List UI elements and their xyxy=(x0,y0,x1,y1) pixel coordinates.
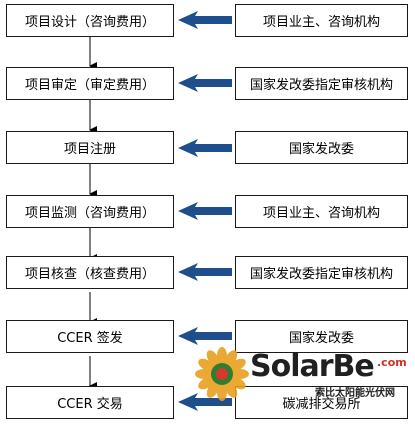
process-step-monitoring: 项目监测（咨询费用） xyxy=(6,195,174,228)
blue-arrow xyxy=(178,263,232,281)
process-step-design: 项目设计（咨询费用） xyxy=(6,4,174,37)
blue-arrow xyxy=(178,393,232,411)
party-box-monitoring: 项目业主、咨询机构 xyxy=(235,195,408,228)
blue-arrow xyxy=(178,202,232,220)
process-step-issuance: CCER 签发 xyxy=(6,320,174,353)
party-box-verification: 国家发改委指定审核机构 xyxy=(235,256,408,289)
party-box-trading: 碳减排交易所 xyxy=(235,386,408,419)
solarbe-watermark: SolarBe .com 索比太阳能光伏网 xyxy=(194,346,412,402)
process-step-verification: 项目核查（核查费用） xyxy=(6,256,174,289)
blue-arrow xyxy=(178,327,232,345)
blue-arrow xyxy=(178,139,232,157)
process-step-validation: 项目审定（审定费用） xyxy=(6,67,174,100)
watermark-domain: .com xyxy=(377,356,407,369)
party-box-issuance: 国家发改委 xyxy=(235,320,408,353)
blue-arrow xyxy=(178,11,232,29)
process-step-registration: 项目注册 xyxy=(6,131,174,164)
party-box-registration: 国家发改委 xyxy=(235,131,408,164)
sunflower-logo-icon xyxy=(195,347,249,401)
watermark-subtitle: 索比太阳能光伏网 xyxy=(315,388,395,399)
process-step-trading: CCER 交易 xyxy=(6,386,174,419)
party-box-validation: 国家发改委指定审核机构 xyxy=(235,67,408,100)
party-box-design: 项目业主、咨询机构 xyxy=(235,4,408,37)
blue-arrow xyxy=(178,74,232,92)
watermark-brand: SolarBe xyxy=(250,349,375,384)
